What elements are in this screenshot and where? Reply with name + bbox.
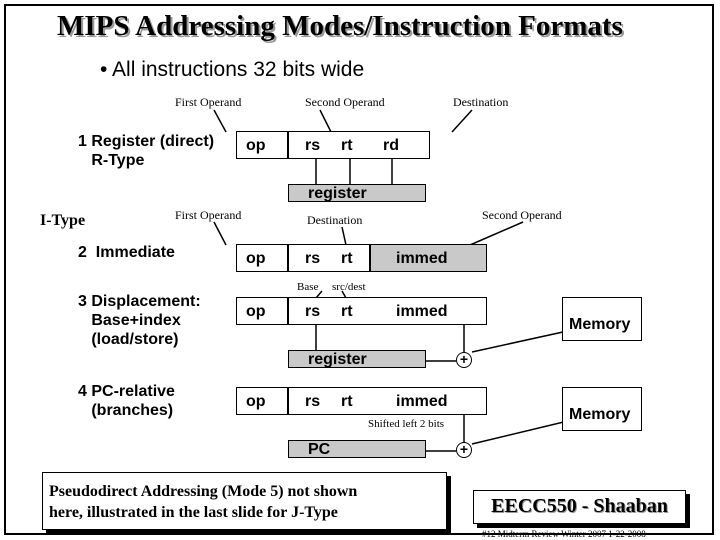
line-pc-plus-memory <box>471 419 573 445</box>
line-rtype-first-operand <box>213 109 227 133</box>
rtype-register-fields: rs rt rd <box>288 131 430 159</box>
line-itype-second-operand <box>469 221 524 246</box>
disp-register-box: register <box>288 350 426 368</box>
mode-pcrelative-label: 4 PC-relative (branches) <box>78 383 175 419</box>
slide-title: MIPS Addressing Modes/Instruction Format… <box>57 10 623 42</box>
slide-footer: #12 Midterm Review Winter 2007 1-22-2008 <box>482 529 646 539</box>
line-itype-destination <box>341 226 347 246</box>
itype-destination-label: Destination <box>307 213 363 227</box>
pc-op-field: op <box>236 387 288 415</box>
mode-register-direct-label: 1 Register (direct) R-Type <box>78 133 215 169</box>
itype-second-operand-label: Second Operand <box>482 208 562 222</box>
rtype-register-box: register <box>288 184 426 202</box>
disp-op-field: op <box>236 297 288 325</box>
bullet-32-bits: • All instructions 32 bits wide <box>100 58 365 81</box>
line-rtype-second-operand <box>319 109 332 133</box>
disp-fields: rs rt immed <box>288 297 487 325</box>
line-disp-plus-memory <box>471 329 573 353</box>
pc-register-box: PC <box>288 440 426 458</box>
shifted-left-note: Shifted left 2 bits <box>368 418 445 430</box>
pc-fields: rs rt immed <box>288 387 487 415</box>
line-srcdest <box>341 290 347 299</box>
rtype-first-operand-label: First Operand <box>175 95 242 109</box>
line-itype-first-operand <box>213 221 227 246</box>
rtype-op-field: op <box>236 131 288 159</box>
imm-op-field: op <box>236 244 288 272</box>
line-rtype-destination <box>451 109 473 133</box>
rtype-second-operand-label: Second Operand <box>305 95 385 109</box>
base-label: Base <box>297 281 319 293</box>
mode-displacement-label: 3 Displacement: Base+index (load/store) <box>78 293 201 348</box>
disp-memory-box: Memory <box>562 297 642 341</box>
pc-plus-icon: + <box>456 442 472 458</box>
imm-rs-rt-fields: rs rt <box>288 244 370 272</box>
imm-immed-field: immed <box>370 244 487 272</box>
pseudodirect-note: Pseudodirect Addressing (Mode 5) not sho… <box>42 472 447 530</box>
rtype-destination-label: Destination <box>453 95 509 109</box>
itype-first-operand-label: First Operand <box>175 208 242 222</box>
srcdest-label: src/dest <box>332 281 366 293</box>
eecc550-badge: EECC550 - Shaaban <box>473 490 686 524</box>
itype-label: I-Type <box>40 212 86 229</box>
mode-immediate-label: 2 Immediate <box>78 244 175 261</box>
pc-memory-box: Memory <box>562 387 642 431</box>
disp-plus-icon: + <box>456 352 472 368</box>
line-base <box>315 290 323 299</box>
